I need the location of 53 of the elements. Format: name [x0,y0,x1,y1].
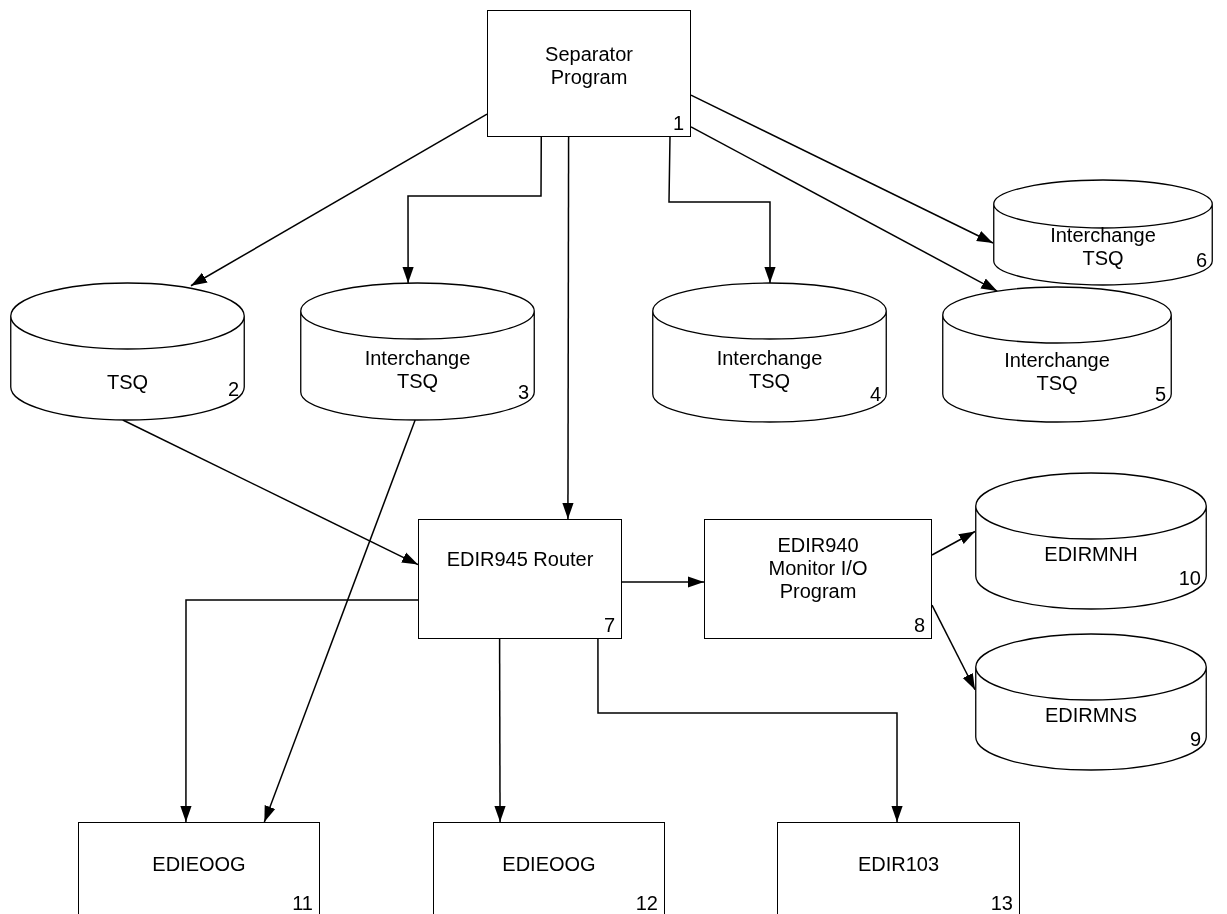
callout-number: 4 [869,383,881,406]
node-label: Interchange TSQ [1003,349,1111,395]
node-label: EDIR103 [857,853,940,876]
arrow [190,113,488,287]
node-label: Separator Program [544,43,634,89]
arrow [621,576,705,588]
node-label: TSQ [106,371,149,394]
arrow [263,419,416,823]
callout-number: 13 [990,892,1013,914]
node-label: EDIRMNH [1044,543,1138,566]
arrow [122,419,419,566]
storage-cylinder [942,287,1172,422]
arrow [402,136,542,284]
arrow [931,604,976,691]
process-box [418,519,622,639]
arrow [562,136,574,520]
node-label: EDIRMNS [1044,704,1138,727]
process-box [777,822,1020,914]
arrow [180,599,419,823]
node-label: Interchange TSQ [1049,224,1157,270]
storage-cylinder [993,180,1213,285]
arrow [690,94,994,244]
callout-number: 3 [517,381,529,404]
node-label: EDIR945 Router [446,548,594,571]
callout-number: 6 [1195,248,1207,271]
storage-cylinder [975,634,1207,770]
node-label: EDIEOOG [152,853,246,876]
callout-number: 8 [913,614,925,636]
callout-number: 10 [1178,567,1201,590]
node-label: Interchange TSQ [363,347,472,393]
callout-number: 5 [1154,383,1166,406]
arrow [494,638,506,823]
callout-number: 11 [292,892,313,914]
storage-cylinder [10,283,245,420]
arrow [931,530,976,556]
arrow [690,126,998,292]
arrow [668,136,776,284]
callout-number: 12 [635,892,658,914]
node-label: EDIEOOG [502,853,596,876]
arrow [597,638,903,823]
process-box [487,10,691,137]
process-box [78,822,320,914]
node-label: EDIR940 Monitor I/O Program [767,534,869,603]
node-label: Interchange TSQ [715,347,824,393]
callout-number: 2 [227,378,239,401]
storage-cylinder [652,283,887,422]
process-box [704,519,932,639]
callout-number: 9 [1189,728,1201,751]
storage-cylinder [975,473,1207,609]
callout-number: 1 [672,112,684,134]
callout-number: 7 [603,614,615,636]
process-box [433,822,665,914]
storage-cylinder [300,283,535,420]
